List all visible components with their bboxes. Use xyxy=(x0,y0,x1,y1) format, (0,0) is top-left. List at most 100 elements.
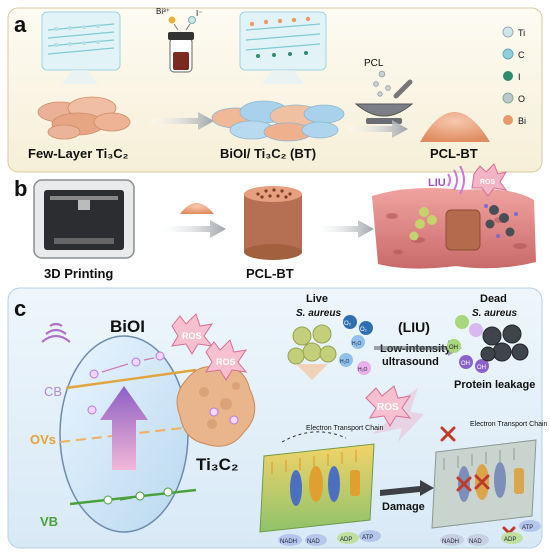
mortar-pestle-icon xyxy=(354,70,414,124)
ros-label-1: ROS xyxy=(182,331,202,341)
excitation-arrow xyxy=(100,386,148,470)
cofactors-right: NADH NAD ADP ATP xyxy=(440,520,541,546)
protein-leakage-label: Protein leakage xyxy=(454,379,535,391)
panel-a-background xyxy=(7,7,543,173)
dead-title: Dead xyxy=(480,293,507,305)
etc-label-left: Electron Transport Chain xyxy=(306,425,384,432)
etc-label-right: Electron Transport Chain xyxy=(470,421,548,428)
few-layer-flakes xyxy=(37,96,131,140)
panel-c: c BiOI CB OVs VB xyxy=(7,287,548,549)
liu-arrow xyxy=(374,340,462,356)
band-diagram xyxy=(59,335,201,533)
legend-swatch-ti xyxy=(502,26,514,38)
bi3-label: Bi³⁺ xyxy=(156,7,170,16)
adp-left: ADP xyxy=(340,537,352,543)
arrow-b1 xyxy=(160,220,226,238)
membrane-damaged xyxy=(431,426,537,540)
small-powder xyxy=(180,203,214,214)
bioi-crystal-box xyxy=(239,11,327,84)
panel-a-letter: a xyxy=(14,12,27,37)
live-title: Live xyxy=(306,293,328,305)
panel-c-letter: c xyxy=(14,296,26,321)
nadh-right: NADH xyxy=(442,539,459,545)
legend-i: I xyxy=(518,72,521,82)
o2-bubble-1: O₂ xyxy=(344,321,352,327)
ros-burst-center xyxy=(365,385,412,427)
arrow-a2 xyxy=(348,120,408,138)
panel-a: a Few-Layer Ti₃C₂ xyxy=(7,7,543,173)
pcl-label: PCL xyxy=(364,58,384,69)
live-bacteria-cluster xyxy=(409,207,437,241)
ultrasound-label: ultrasound xyxy=(382,356,439,368)
live-species: S. aureus xyxy=(296,308,341,319)
oh-bubble-2: OH xyxy=(461,361,470,367)
tissue-implant xyxy=(372,188,536,269)
bioi-title: BiOI xyxy=(110,317,145,336)
ros-burst-b xyxy=(471,163,508,197)
membrane-healthy xyxy=(259,431,375,533)
oh-bubbles: OH OH OH xyxy=(447,315,489,373)
legend-swatch-o xyxy=(502,92,514,104)
ros-burst-1 xyxy=(171,313,214,355)
liu-label-b: LIU xyxy=(428,177,446,189)
nad-left: NAD xyxy=(307,539,320,545)
bioi-bt-label: BiOI/ Ti₃C₂ (BT) xyxy=(220,146,316,161)
legend-c: C xyxy=(518,50,525,60)
ti3c2-label: Ti₃C₂ xyxy=(196,455,239,474)
ros-label-center: ROS xyxy=(377,402,399,413)
pcl-bt-label-b: PCL-BT xyxy=(246,266,294,281)
ovs-label: OVs xyxy=(30,432,56,447)
reagent-vial-icon xyxy=(168,16,196,73)
dead-bacteria-cluster xyxy=(485,205,515,237)
nad-right: NAD xyxy=(469,539,482,545)
legend-ti: Ti xyxy=(518,28,525,38)
pcl-bt-scaffold xyxy=(244,186,302,260)
ros-label-2: ROS xyxy=(216,357,236,367)
damage-label: Damage xyxy=(382,501,425,513)
oh-bubble-3: OH xyxy=(477,365,486,371)
cofactors-left: NADH NAD ADP ATP xyxy=(278,530,381,546)
ti3c2-crystal-box xyxy=(41,11,121,84)
iodide-label: I⁻ xyxy=(196,9,202,18)
3d-printing-label: 3D Printing xyxy=(44,266,113,281)
h2o-bubble-1: H₂O xyxy=(352,341,362,347)
reactant-bubbles: O₂ O₂ H₂O H₂O H₂O xyxy=(339,315,373,375)
pcl-bt-label-a: PCL-BT xyxy=(430,146,478,161)
legend-bi: Bi xyxy=(518,116,526,126)
arrow-b2 xyxy=(316,220,374,238)
pcl-bt-powder xyxy=(420,112,490,142)
damage-arrow xyxy=(380,480,434,496)
vb-label: VB xyxy=(40,514,58,529)
live-bacteria xyxy=(287,324,337,365)
ros-burst-2 xyxy=(205,339,248,381)
panel-b-letter: b xyxy=(14,176,27,201)
vb-band xyxy=(69,488,197,506)
legend-swatch-c xyxy=(502,48,514,60)
dead-species: S. aureus xyxy=(472,308,517,319)
ultrasound-wave-icon-c xyxy=(41,322,71,343)
few-layer-label: Few-Layer Ti₃C₂ xyxy=(28,146,129,161)
dead-bacteria xyxy=(480,324,529,362)
h2o-bubble-3: H₂O xyxy=(358,367,368,373)
live-pointer xyxy=(296,364,328,380)
legend-o: O xyxy=(518,94,525,104)
liu-label-c: (LIU) xyxy=(398,319,430,335)
3d-printer-icon xyxy=(33,179,135,259)
cb-label: CB xyxy=(44,384,62,399)
o2-bubble-2: O₂ xyxy=(360,327,368,333)
atp-right: ATP xyxy=(522,525,533,531)
legend-swatch-bi xyxy=(503,115,513,125)
adp-right: ADP xyxy=(504,537,516,543)
arrow-a1 xyxy=(150,112,214,130)
legend-swatch-i xyxy=(503,71,513,81)
element-legend: Ti C I O Bi xyxy=(502,26,526,126)
etc-arrow-left xyxy=(281,431,347,443)
ultrasound-wave-icon-b xyxy=(447,165,465,195)
panel-b: b 3D Printing PCL-BT xyxy=(14,163,536,281)
bioi-flakes xyxy=(211,100,345,142)
atp-left: ATP xyxy=(362,535,373,541)
ros-label-b: ROS xyxy=(480,179,496,186)
oh-bubble-1: OH xyxy=(449,345,458,351)
